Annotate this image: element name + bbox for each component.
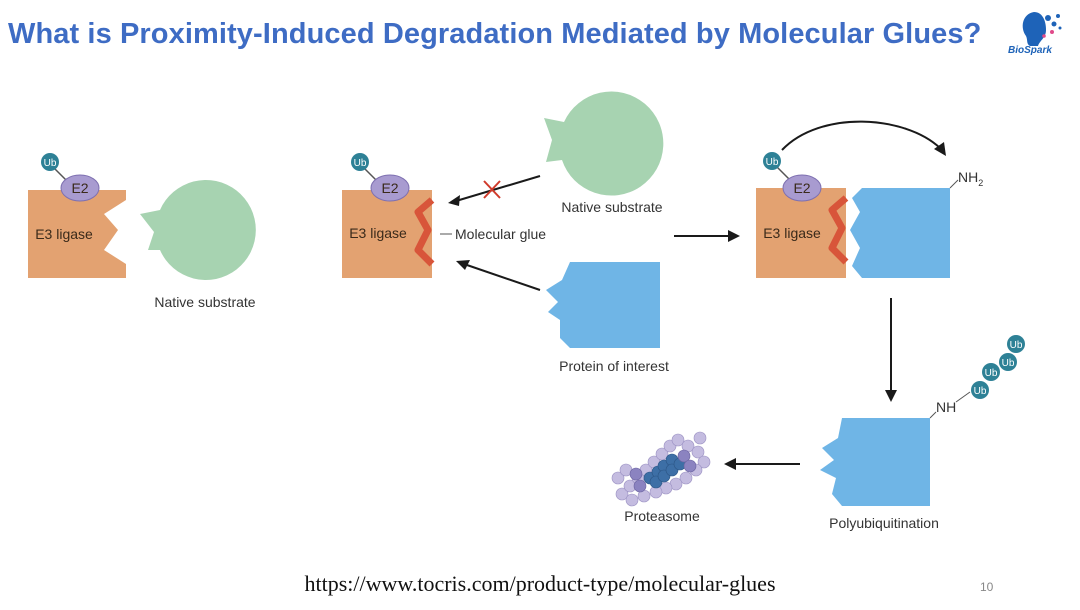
ub-transfer-arrow	[781, 120, 941, 151]
native-substrate-shape	[544, 91, 664, 196]
native-substrate-label: Native substrate	[154, 294, 255, 310]
e2-shape	[370, 174, 410, 202]
panel-polyubiquitination: NH Ub Ub Ub Ub Polyubiquitination	[820, 335, 1025, 531]
protein-of-interest: Protein of interest	[546, 262, 669, 374]
logo-text: BioSpark	[1008, 45, 1052, 56]
e2-label: E2	[71, 180, 88, 196]
ub-label: Ub	[44, 158, 57, 169]
molecular-glue-shape	[414, 197, 435, 267]
ub-label: Ub	[766, 157, 779, 168]
e2-shape	[782, 174, 822, 202]
protein-of-interest-label: Protein of interest	[559, 358, 669, 374]
e3-ligase-shape	[756, 188, 846, 278]
nh-label: NH	[936, 399, 956, 415]
e2-label: E2	[793, 180, 810, 196]
native-substrate-shape	[140, 179, 256, 280]
arrowhead	[885, 390, 897, 402]
proteasome-label: Proteasome	[624, 508, 700, 524]
nh2-bond	[949, 179, 959, 189]
protein-of-interest-shape	[850, 188, 950, 278]
panel-e3-molecular-glue: Ub E2 E3 ligase Molecular glue	[342, 153, 546, 278]
svg-text:Ub: Ub	[1002, 358, 1015, 369]
arrowhead	[456, 260, 470, 270]
cross-icon	[483, 180, 501, 199]
svg-text:Ub: Ub	[985, 368, 998, 379]
nh2-label: NH2	[958, 169, 983, 188]
e3-ligase-shape	[28, 190, 126, 278]
footer-url: https://www.tocris.com/product-type/mole…	[304, 571, 776, 596]
e3-ligase-label: E3 ligase	[35, 226, 93, 242]
ub-icon	[41, 153, 59, 171]
e2-label: E2	[381, 180, 398, 196]
biospark-logo-icon	[1022, 12, 1062, 46]
page-number: 10	[980, 580, 994, 594]
molecular-glue-shape	[828, 195, 849, 265]
arrowhead	[448, 195, 460, 206]
panel-ternary-complex: Ub E2 E3 ligase NH2	[756, 120, 983, 278]
svg-text:Ub: Ub	[974, 386, 987, 397]
ub-icon	[351, 153, 369, 171]
binding-arrow	[463, 263, 541, 291]
arrowhead	[728, 230, 740, 242]
binding-arrows	[448, 175, 740, 291]
panel-e3-native-substrate: Ub E2 E3 ligase Native substrate	[28, 153, 256, 310]
protein-of-interest-shape	[820, 418, 930, 506]
blocked-arrow	[455, 175, 541, 202]
proteasome-icon	[611, 431, 711, 507]
ub-chain: Ub Ub Ub Ub	[971, 335, 1025, 399]
arrowhead	[934, 142, 946, 156]
native-substrate-top: Native substrate	[544, 91, 664, 215]
arrowhead	[724, 458, 736, 470]
e3-ligase-shape	[342, 190, 432, 278]
molecular-glue-label: Molecular glue	[455, 226, 546, 242]
native-substrate-label: Native substrate	[561, 199, 662, 215]
slide-title: What is Proximity-Induced Degradation Me…	[8, 18, 982, 50]
ub-icon	[763, 152, 781, 170]
protein-of-interest-shape	[546, 262, 660, 348]
e3-ligase-label: E3 ligase	[763, 225, 821, 241]
e2-shape	[60, 174, 100, 202]
ub-label: Ub	[354, 158, 367, 169]
svg-text:Ub: Ub	[1010, 340, 1023, 351]
nh-bond	[929, 411, 937, 419]
e3-ligase-label: E3 ligase	[349, 225, 407, 241]
polyubiquitination-label: Polyubiquitination	[829, 515, 939, 531]
ub-chain-link	[955, 391, 971, 403]
